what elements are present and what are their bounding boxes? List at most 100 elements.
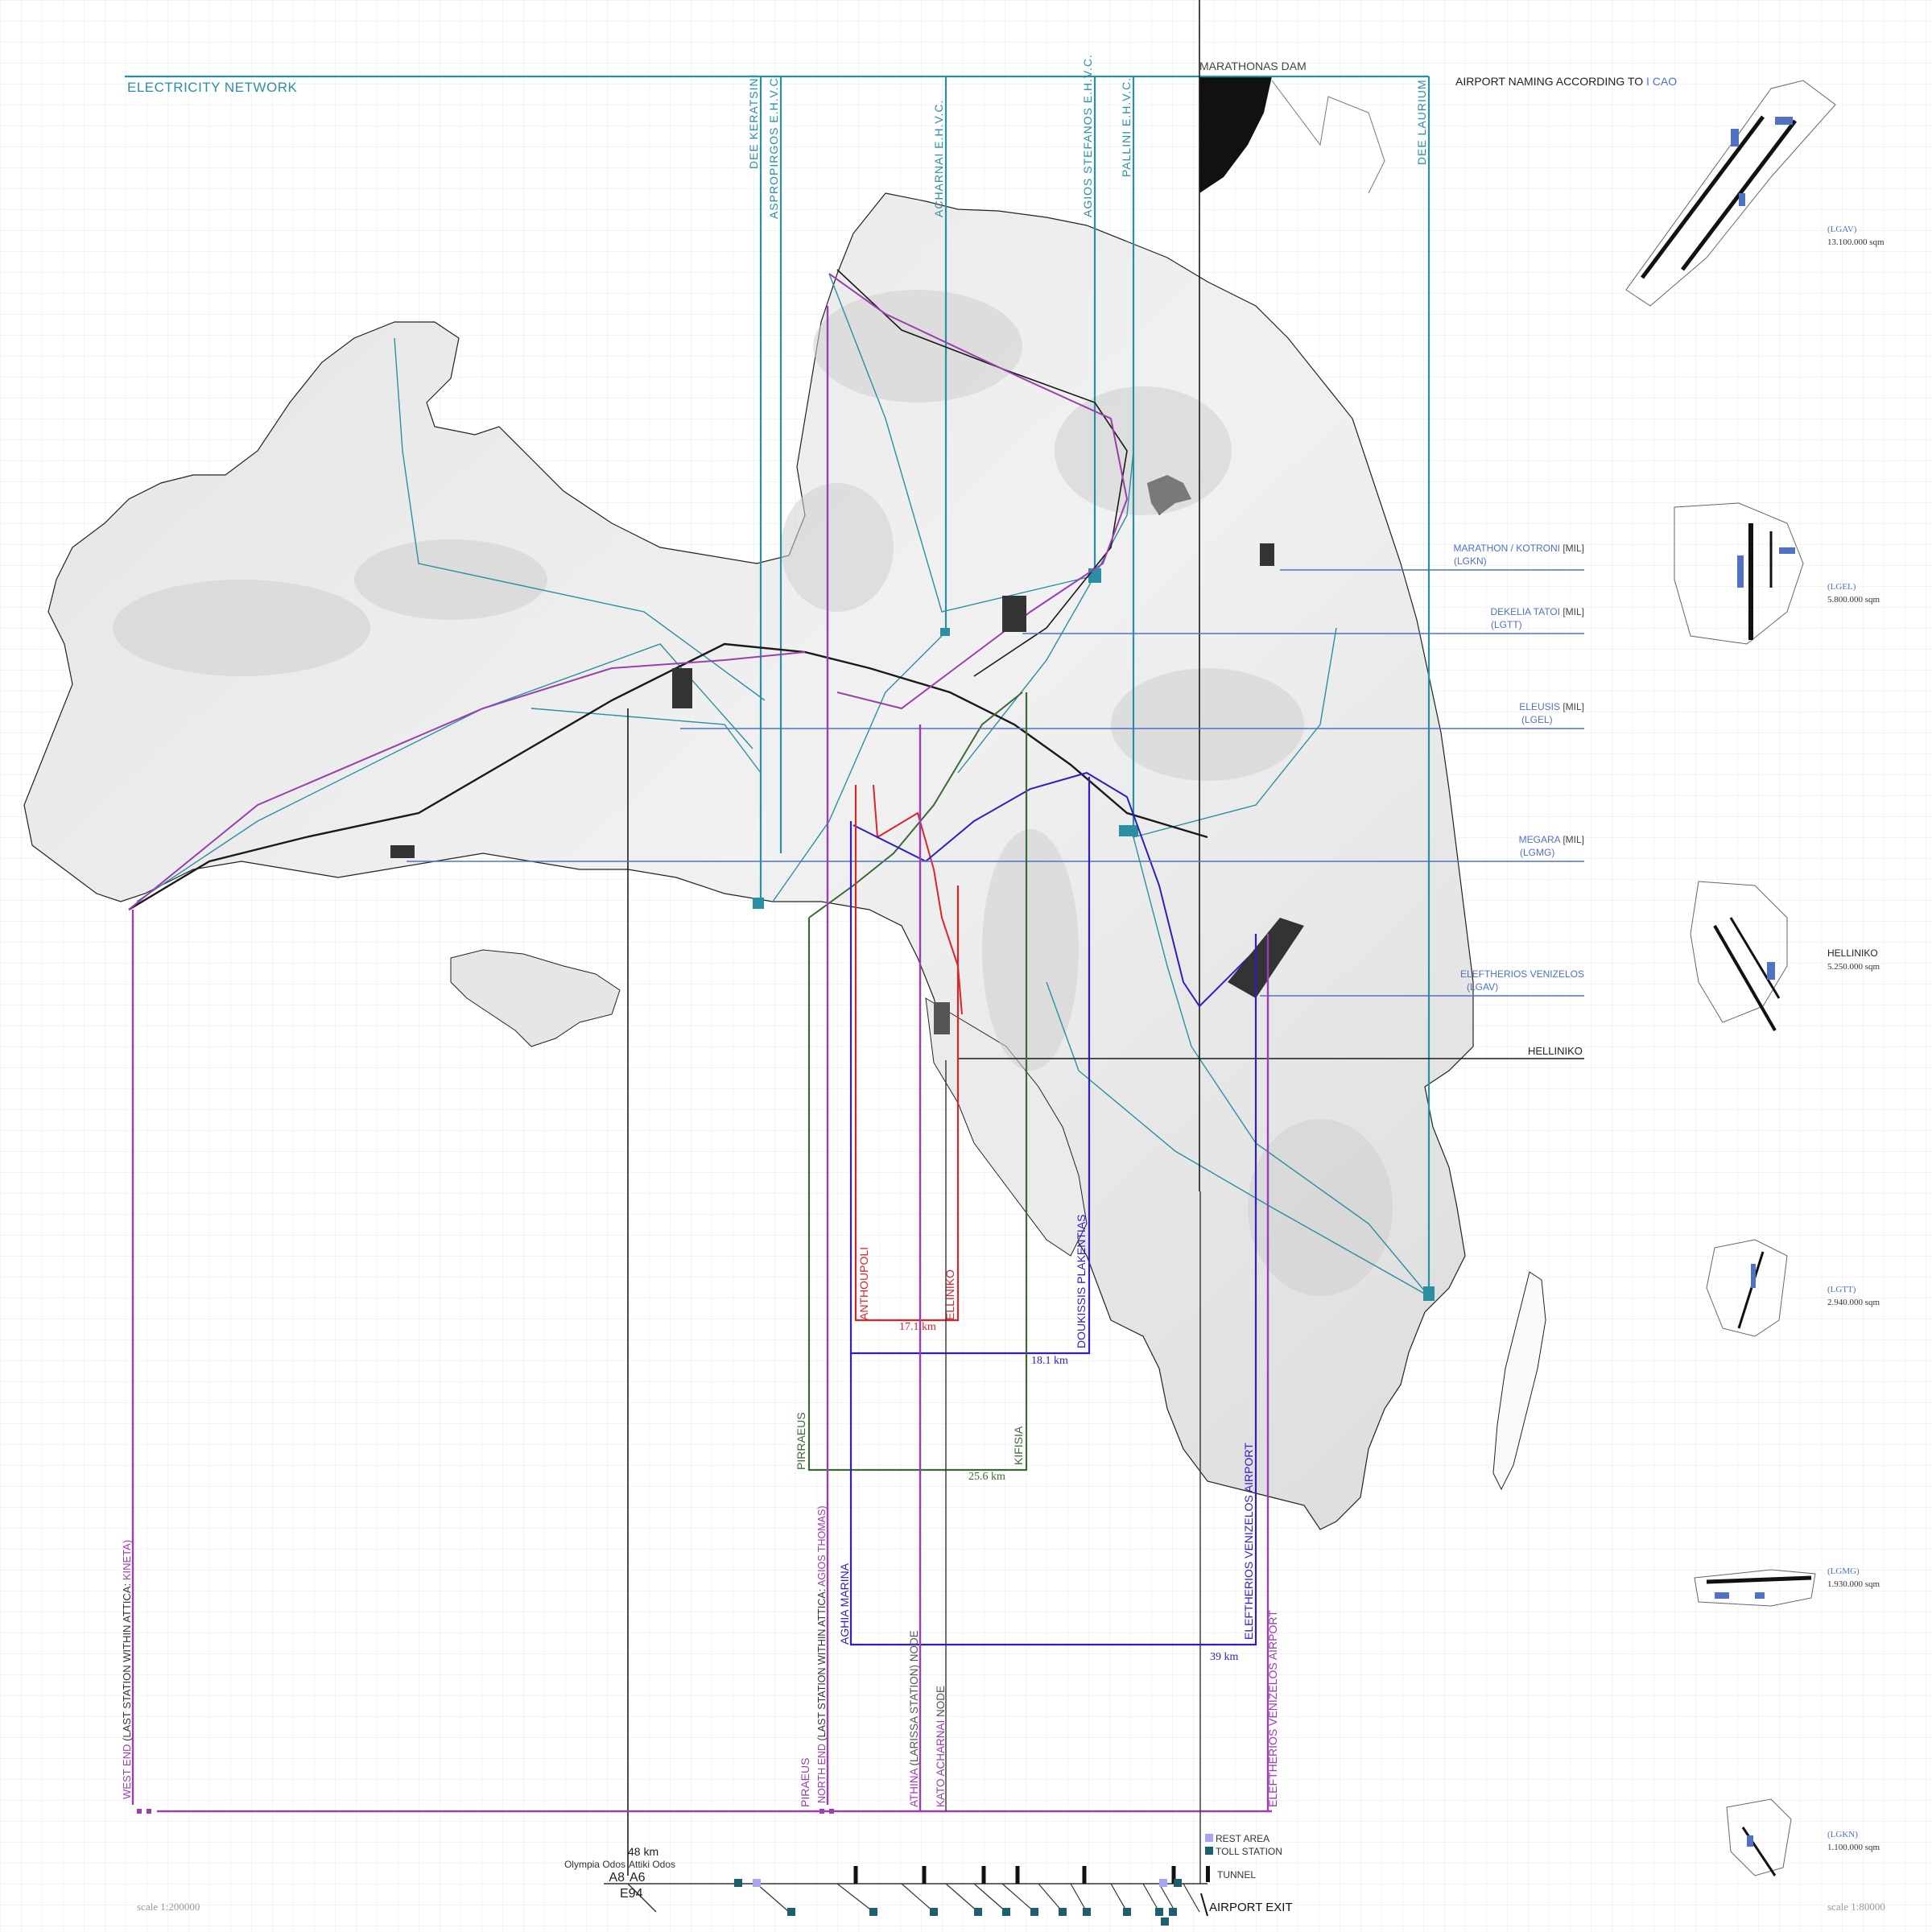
substation-label: DEE LAURIUM xyxy=(1415,79,1428,165)
airport-label-lgtt: DEKELIA TATOI [MIL] xyxy=(1491,606,1585,617)
metro-blue-length: 18.1 km xyxy=(1031,1355,1068,1367)
toll-station-marker xyxy=(1083,1908,1091,1916)
plan-area: 5.250.000 sqm xyxy=(1827,962,1880,972)
airport-code-lgkn: (LGKN) xyxy=(1454,555,1487,567)
airport-plans: (LGAV) 13.100.000 sqm (LGEL) 5.800.000 s… xyxy=(1625,80,1885,1876)
motorway-network xyxy=(128,0,1584,1876)
rest-areas xyxy=(753,1879,1167,1887)
substation-node xyxy=(1088,568,1101,583)
metro-green-from: PIRRAEUS xyxy=(795,1412,807,1470)
electricity-network-title: ELECTRICITY NETWORK xyxy=(127,80,297,95)
rest-area-marker xyxy=(753,1879,761,1887)
plan-area: 1.100.000 sqm xyxy=(1827,1843,1880,1852)
tunnel-swatch xyxy=(1206,1866,1210,1882)
toll-station-marker xyxy=(734,1879,742,1887)
marathonas-dam-label: MARATHONAS DAM xyxy=(1199,60,1307,72)
athina-label: ATHINA (LARISSA STATION) NODE xyxy=(908,1630,920,1807)
airport-naming-title: AIRPORT NAMING ACCORDING TO I CAO xyxy=(1455,75,1677,88)
scale-left: scale 1:200000 xyxy=(137,1901,200,1913)
legend-toll-station: TOLL STATION xyxy=(1216,1846,1282,1857)
substation-label: ACHARNAI E.H.V.C. xyxy=(932,100,945,217)
plan-code: (LGEL) xyxy=(1827,582,1856,592)
metro-blue-to: DOUKISSIS PLAKENTIAS xyxy=(1075,1215,1088,1349)
substation-label: PALLINI E.H.V.C. xyxy=(1120,77,1133,177)
substation-label: DEE KERATSINI xyxy=(747,73,760,169)
substation-node xyxy=(1119,825,1138,836)
toll-station-marker xyxy=(1123,1908,1131,1916)
substation-node xyxy=(940,628,950,636)
scale-right: scale 1:80000 xyxy=(1827,1901,1885,1913)
airport-footprints xyxy=(390,543,1304,1034)
tunnel-marks xyxy=(853,1866,1176,1884)
airport-code-lgav: (LGAV) xyxy=(1467,981,1498,993)
airport-plan-lgel xyxy=(1674,502,1804,645)
legend-tunnel: TUNNEL xyxy=(1217,1869,1256,1880)
airport-plan-helliniko xyxy=(1690,881,1788,1031)
olympia-odos-label: Olympia Odos xyxy=(564,1859,625,1870)
salamina-island xyxy=(450,949,621,1047)
e94-label: E94 xyxy=(620,1887,643,1901)
kato-acharnai-label: KATO ACHARNAI NODE xyxy=(935,1686,947,1807)
metro-blue-airport-length: 39 km xyxy=(1210,1651,1239,1663)
metro-red-to: ELLINIKO xyxy=(943,1269,956,1320)
airport-plan-lgkn xyxy=(1726,1798,1792,1876)
substation-label: ASPROPIRGOS E.H.V.C. xyxy=(767,73,780,219)
airport-footprint-lgtt xyxy=(1002,596,1026,632)
airport-code-lgel: (LGEL) xyxy=(1521,714,1553,725)
metro-blue-airport-from: AGHIA MARINA xyxy=(838,1563,851,1645)
substation-node xyxy=(1423,1286,1435,1301)
metro-blue-diagram xyxy=(849,777,1091,1355)
metro-red-diagram xyxy=(854,785,960,1322)
plan-area: 1.930.000 sqm xyxy=(1827,1579,1880,1589)
plan-code: HELLINIKO xyxy=(1827,947,1878,959)
coast-outline-ne xyxy=(1271,80,1385,194)
airport-code-lgmg: (LGMG) xyxy=(1520,847,1554,858)
small-island-east xyxy=(1492,1271,1546,1491)
airport-footprint-helliniko xyxy=(934,1002,950,1034)
metro-red-length: 17.1 km xyxy=(899,1321,936,1333)
airport-footprint-lgav xyxy=(1228,918,1304,998)
plan-area: 2.940.000 sqm xyxy=(1827,1298,1880,1307)
toll-station-marker xyxy=(930,1908,938,1916)
helliniko-label: HELLINIKO xyxy=(1528,1045,1583,1057)
airport-footprint-lgmg xyxy=(390,845,415,858)
marathonas-dam-lake xyxy=(1199,76,1272,193)
plan-area: 13.100.000 sqm xyxy=(1827,237,1885,247)
airport-exit-label: AIRPORT EXIT xyxy=(1209,1901,1293,1914)
toll-station-marker xyxy=(1059,1908,1067,1916)
toll-station-marker xyxy=(1169,1908,1177,1916)
airport-label-lgel: ELEUSIS [MIL] xyxy=(1519,701,1584,712)
metro-green-to: KIFISIA xyxy=(1012,1426,1025,1465)
west-end-label: WEST END (LAST STATION WITHIN ATTICA: KI… xyxy=(121,1540,133,1799)
suburban-rail-diagram xyxy=(131,306,1272,1813)
toll-stations xyxy=(734,1879,1182,1926)
toll-station-marker xyxy=(1161,1918,1169,1926)
suburban-dash-marks xyxy=(137,1809,834,1814)
metro-green-length: 25.6 km xyxy=(968,1471,1005,1483)
airport-label-lgkn: MARATHON / KOTRONI [MIL] xyxy=(1454,543,1584,554)
airport-plan-lgmg xyxy=(1694,1569,1816,1607)
a8-label: A8 xyxy=(609,1871,625,1885)
plan-code: (LGAV) xyxy=(1827,225,1857,234)
metro-blue-airport-diagram xyxy=(849,934,1257,1646)
plan-code: (LGMG) xyxy=(1827,1567,1860,1576)
toll-station-marker xyxy=(974,1908,982,1916)
motorway-strip xyxy=(604,1866,1208,1926)
plan-code: (LGTT) xyxy=(1827,1285,1856,1294)
toll-station-marker xyxy=(869,1908,877,1916)
motorway-guide-lines xyxy=(945,1060,1201,1884)
toll-station-swatch xyxy=(1205,1847,1213,1855)
airport-label-lgmg: MEGARA [MIL] xyxy=(1519,834,1584,845)
airport-footprint-lgkn xyxy=(1260,543,1274,566)
legend-rest-area: REST AREA xyxy=(1216,1833,1269,1844)
toll-station-marker xyxy=(1174,1879,1182,1887)
metro-green-diagram xyxy=(807,692,1028,1472)
metro-red-from: ANTHOUPOLI xyxy=(857,1247,870,1320)
rest-area-marker xyxy=(1159,1879,1167,1887)
plan-area: 5.800.000 sqm xyxy=(1827,595,1880,605)
airport-code-lgtt: (LGTT) xyxy=(1491,619,1522,630)
motorway-length: 48 km xyxy=(628,1845,658,1858)
toll-station-marker xyxy=(787,1908,795,1916)
airport-suburban-label: ELEFTHERIOS VENIZELOS AIRPORT xyxy=(1266,1610,1279,1807)
